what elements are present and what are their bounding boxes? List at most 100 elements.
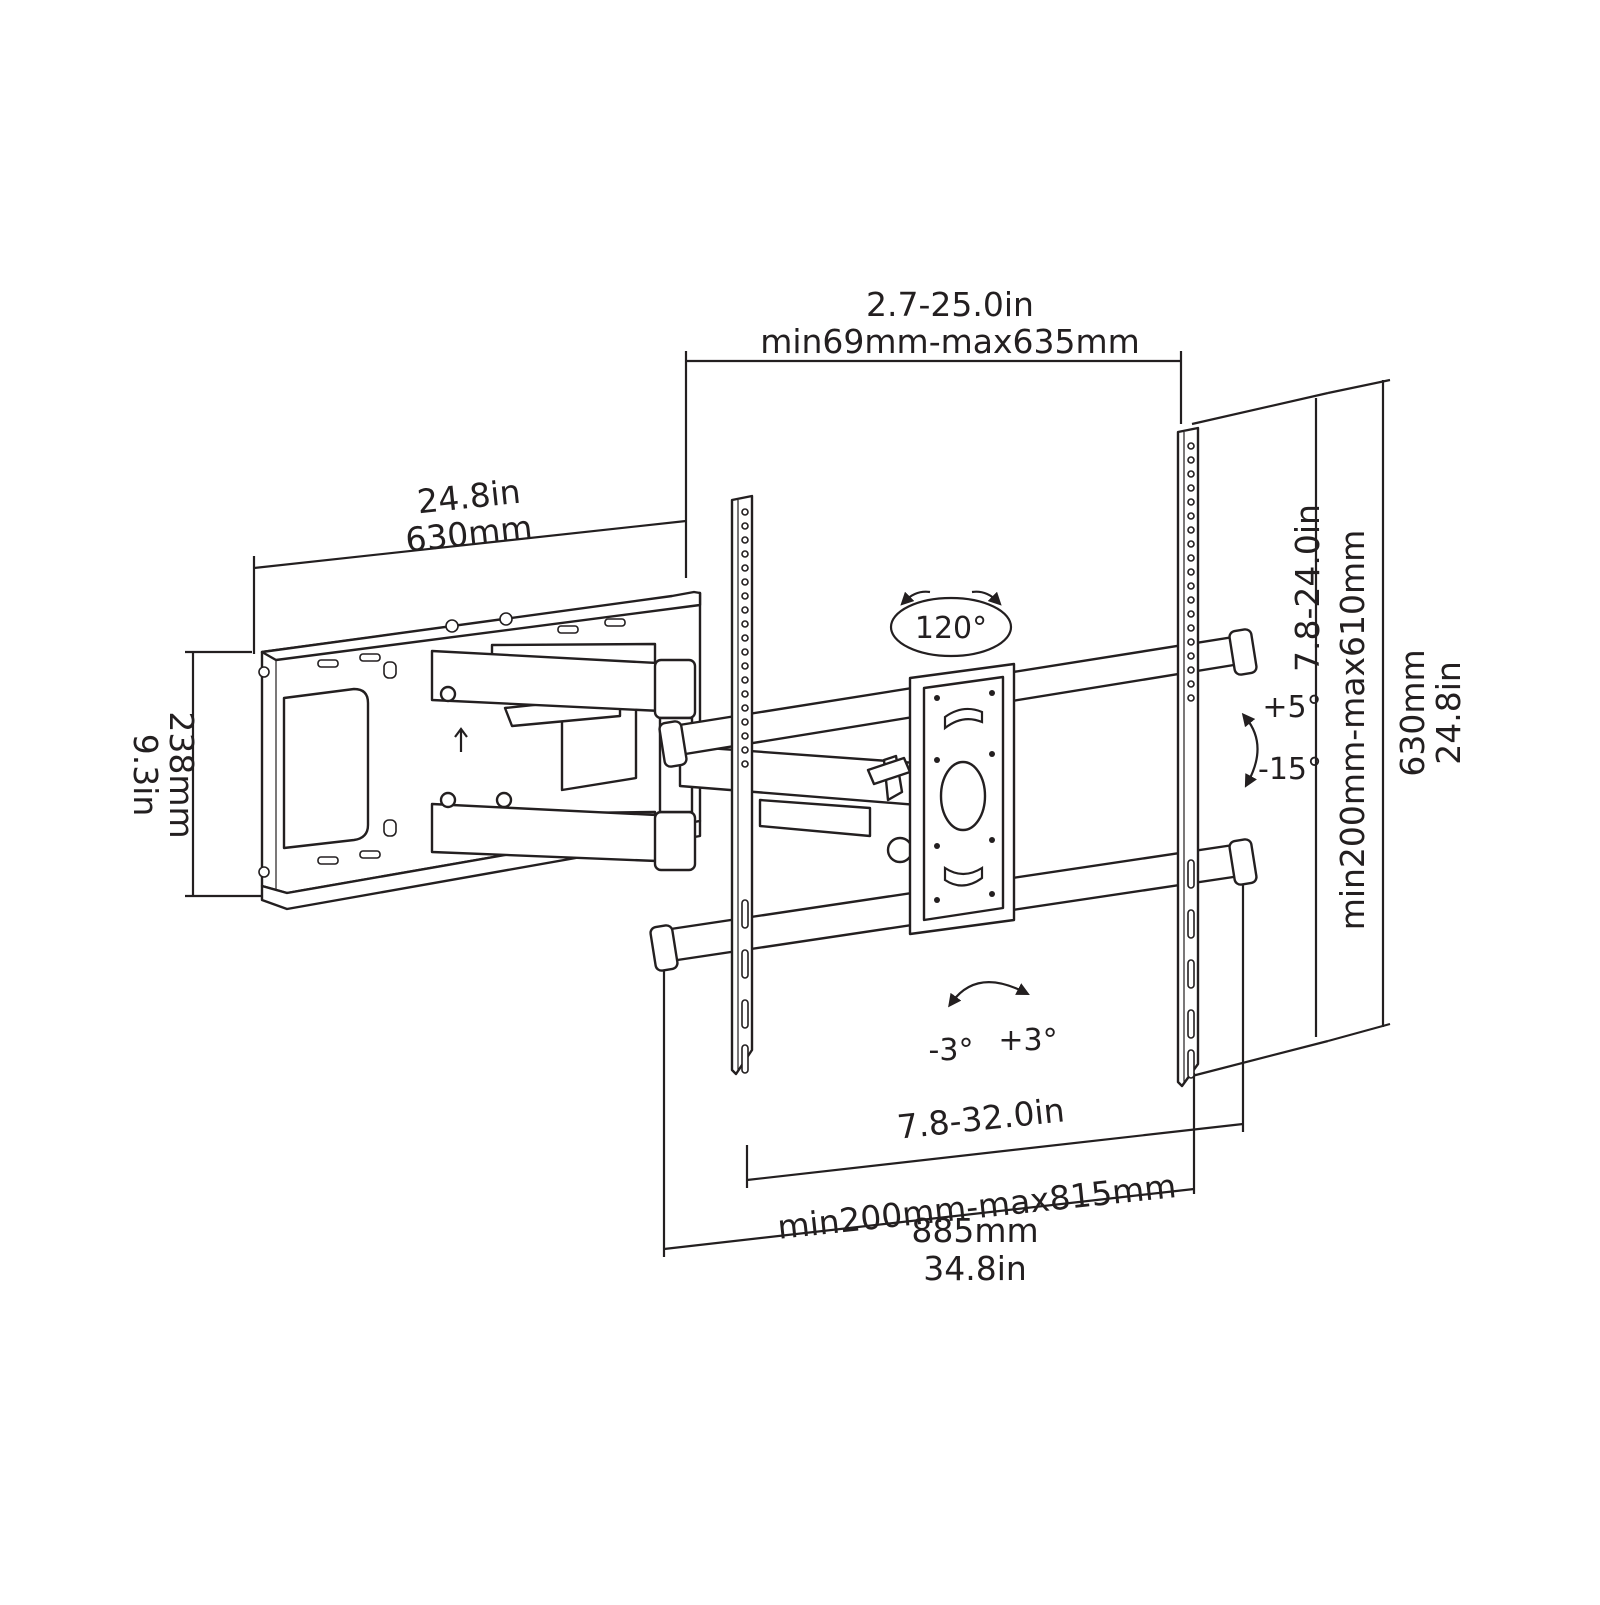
dim-line-vesa-bottom (746, 1122, 1244, 1182)
overall-width-inches-label: 34.8in (923, 1249, 1027, 1288)
vesa-rail-right (1176, 426, 1200, 1088)
swivel-ellipse (889, 596, 1013, 658)
swivel-angle-label: 120° (915, 611, 987, 646)
rail-hole (741, 662, 749, 670)
rail-slot (1187, 1049, 1195, 1079)
rail-hole (741, 690, 749, 698)
rail-hole (741, 550, 749, 558)
slot-hole (317, 856, 339, 865)
rotate-right-angle-label: +3° (998, 1023, 1057, 1058)
rail-slot (1187, 1009, 1195, 1039)
rail-hole (1187, 442, 1195, 450)
rail-hole (741, 578, 749, 586)
rail-hole (741, 536, 749, 544)
rivet (989, 751, 995, 757)
slot-hole (383, 819, 397, 837)
rail-hole (741, 620, 749, 628)
rail-hole (1187, 512, 1195, 520)
rail-hole (741, 592, 749, 600)
wall-plate-slots (258, 612, 626, 878)
screw-hole (258, 866, 270, 878)
pivot-bolt (439, 685, 457, 703)
pivot-bolt (495, 791, 513, 809)
rail-slot (741, 1044, 749, 1074)
rail-hole (741, 522, 749, 530)
rail-hole (1187, 610, 1195, 618)
rail-hole (741, 676, 749, 684)
rivet (934, 695, 940, 701)
slot-hole (359, 653, 381, 662)
rail-slot (741, 899, 749, 929)
rail-slot (1187, 959, 1195, 989)
dim-line-plate-width (253, 519, 687, 570)
angle-labels: 120° +5° -15° -3° +3° (915, 611, 1322, 1068)
rotate-left-angle-label: -3° (929, 1033, 974, 1068)
slot-hole (317, 659, 339, 668)
swivel-arrow-right-icon (971, 590, 1002, 606)
tilt-plate-slot-bottom (943, 865, 984, 887)
slot-hole (383, 661, 397, 679)
rail-hole (741, 564, 749, 572)
slot-hole (604, 618, 626, 627)
rail-hole (741, 606, 749, 614)
rail-hole (1187, 526, 1195, 534)
tilt-down-angle-label: -15° (1258, 752, 1322, 787)
center-tilt-plate (908, 662, 1016, 936)
ext-line-overall-h-top (1327, 378, 1391, 395)
rail-hole (741, 634, 749, 642)
rail-hole (1187, 498, 1195, 506)
vesa-top-inches-label: 2.7-25.0in (866, 285, 1034, 324)
rail-hole (741, 704, 749, 712)
slot-hole (359, 850, 381, 859)
tilt-up-angle-label: +5° (1262, 690, 1321, 725)
screw-hole (499, 612, 513, 626)
vesa-bottom-inches-label: 7.8-32.0in (895, 1090, 1066, 1146)
cross-bar-lower-cap-left (649, 924, 679, 972)
up-arrow-icon (454, 727, 468, 752)
screw-hole (258, 666, 270, 678)
vesa-top-mm-label: min69mm-max635mm (760, 322, 1140, 361)
arm-front-bracket (758, 798, 872, 838)
rail-hole (1187, 484, 1195, 492)
rail-hole (741, 508, 749, 516)
vesa-rail-left (730, 494, 754, 1076)
rail-hole (1187, 680, 1195, 688)
rivet (989, 690, 995, 696)
rail-hole (741, 760, 749, 768)
rail-hole (1187, 624, 1195, 632)
dim-line-overall-width (663, 1187, 1195, 1251)
rail-slot (1187, 859, 1195, 889)
angle-indicators (889, 590, 1259, 1008)
vesa-vertical-inches-label: 7.8-24.0in (1288, 504, 1327, 672)
ext-line-vesa-v-top (1191, 391, 1329, 426)
rail-hole (741, 732, 749, 740)
rail-hole (1187, 540, 1195, 548)
rail-slot (741, 999, 749, 1029)
rail-slot (741, 949, 749, 979)
tilt-arrow-icon (1241, 712, 1259, 788)
rotation-arrow-icon (948, 980, 1030, 1008)
vesa-rail-right-slots (1187, 859, 1195, 1079)
ext-line-vesa-v-bottom (1191, 1039, 1329, 1078)
rivet (934, 897, 940, 903)
cross-bar-upper-cap-right (1228, 628, 1258, 676)
rail-hole (1187, 582, 1195, 590)
ext-line-overall-h-bottom (1327, 1022, 1391, 1043)
rivet (934, 757, 940, 763)
rivet (934, 843, 940, 849)
dimension-lines (185, 351, 1391, 1257)
rivet (989, 837, 995, 843)
dimension-labels: 2.7-25.0in min69mm-max635mm 24.8in 630mm… (126, 285, 1468, 1288)
plate-height-mm-label: 238mm (162, 711, 201, 838)
vesa-rail-left-holes (741, 508, 749, 768)
arm-lower-joint (653, 810, 697, 872)
plate-height-inches-label: 9.3in (126, 734, 165, 817)
swivel-arrow-left-icon (900, 590, 931, 606)
rail-hole (1187, 554, 1195, 562)
wall-plate (258, 590, 702, 911)
overall-height-inches-label: 24.8in (1429, 661, 1468, 765)
tilt-plate-slot-top (943, 707, 984, 731)
pivot-bolt (439, 791, 457, 809)
tilt-knob (886, 836, 914, 864)
